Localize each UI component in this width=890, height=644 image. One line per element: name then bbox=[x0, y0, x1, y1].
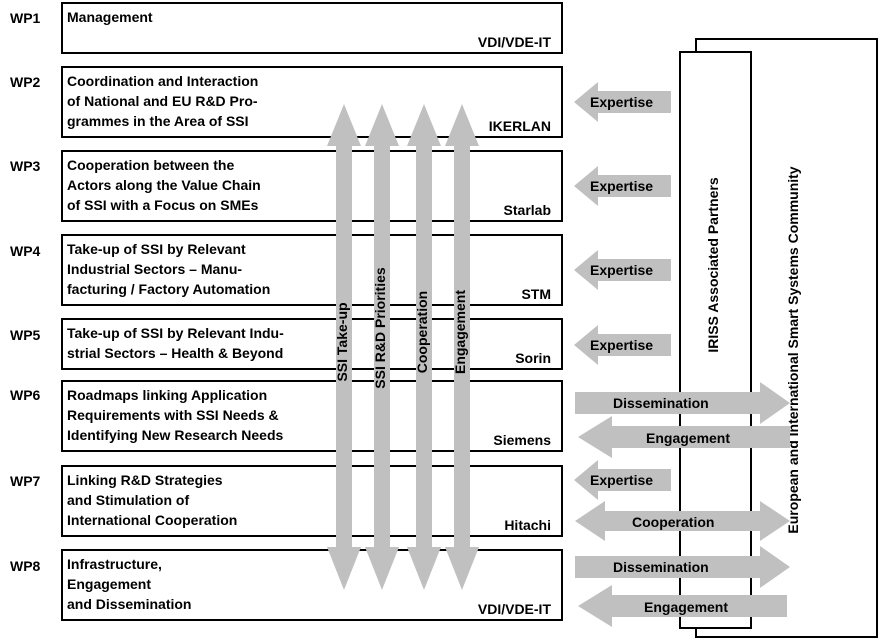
wp5-title: Take-up of SSI by Relevant Indu- strial … bbox=[67, 325, 284, 361]
ssi-rd-priorities-label: SSI R&D Priorities bbox=[372, 267, 388, 389]
cooperation-label-wp7: Cooperation bbox=[632, 514, 715, 530]
cooperation-arrow-wp7 bbox=[575, 501, 790, 541]
associated-partners-panel bbox=[679, 51, 752, 629]
expertise-label-wp3: Expertise bbox=[590, 178, 654, 194]
engagement-arrow-wp8 bbox=[578, 585, 787, 627]
wp8-box: Infrastructure, Engagement and Dissemina… bbox=[61, 549, 563, 621]
engagement-arrow-wp6 bbox=[578, 416, 790, 458]
dissemination-label-wp8: Dissemination bbox=[613, 559, 709, 575]
wp2-box: Coordination and Interaction of National… bbox=[61, 66, 563, 138]
engagement-label: Engagement bbox=[452, 290, 468, 375]
expertise-arrow-wp5 bbox=[574, 325, 671, 365]
wp4-box: Take-up of SSI by Relevant Industrial Se… bbox=[61, 234, 563, 306]
wp6-leader: Siemens bbox=[493, 432, 551, 448]
wp5-leader: Sorin bbox=[515, 350, 551, 366]
wp7-title: Linking R&D Strategies and Stimulation o… bbox=[67, 472, 238, 528]
wp7-box: Linking R&D Strategies and Stimulation o… bbox=[61, 465, 563, 537]
cooperation-label: Cooperation bbox=[414, 290, 430, 374]
expertise-label-wp2: Expertise bbox=[590, 94, 654, 110]
wp4-leader: STM bbox=[521, 286, 551, 302]
expertise-arrow-wp4 bbox=[574, 250, 671, 290]
wp6-title: Roadmaps linking Application Requirement… bbox=[67, 387, 284, 443]
expertise-label-wp7: Expertise bbox=[590, 472, 654, 488]
wp2-leader: IKERLAN bbox=[488, 118, 551, 134]
wp1-label: WP1 bbox=[10, 10, 41, 26]
wp3-box: Cooperation between the Actors along the… bbox=[61, 150, 563, 222]
expertise-arrow-wp7 bbox=[574, 460, 671, 500]
expertise-label-wp4: Expertise bbox=[590, 262, 654, 278]
wp8-leader: VDI/VDE-IT bbox=[477, 601, 551, 617]
wp8-label: WP8 bbox=[10, 558, 41, 574]
wp1-leader: VDI/VDE-IT bbox=[477, 34, 551, 50]
wp1-box: Management VDI/VDE-IT bbox=[61, 2, 563, 54]
wp2-title: Coordination and Interaction of National… bbox=[67, 73, 259, 129]
vertical-arrow-2 bbox=[365, 104, 399, 590]
engagement-label-wp8: Engagement bbox=[644, 599, 729, 615]
dissemination-arrow-wp8 bbox=[575, 546, 790, 588]
wp4-title: Take-up of SSI by Relevant Industrial Se… bbox=[67, 241, 271, 297]
wp6-label: WP6 bbox=[10, 387, 41, 403]
dissemination-arrow-wp6 bbox=[575, 382, 790, 424]
wp1-title: Management bbox=[67, 9, 153, 25]
expertise-arrow-wp3 bbox=[574, 166, 671, 206]
wp4-label: WP4 bbox=[10, 243, 41, 259]
wp5-label: WP5 bbox=[10, 327, 41, 343]
wp6-box: Roadmaps linking Application Requirement… bbox=[61, 380, 563, 452]
wp3-title: Cooperation between the Actors along the… bbox=[67, 157, 261, 213]
vertical-arrow-1 bbox=[327, 104, 361, 590]
wp3-leader: Starlab bbox=[503, 202, 551, 218]
vertical-arrow-3 bbox=[407, 104, 441, 590]
engagement-label-wp6: Engagement bbox=[646, 430, 731, 446]
wp2-label: WP2 bbox=[10, 74, 41, 90]
vertical-arrow-4 bbox=[445, 104, 479, 590]
ssi-takeup-label: SSI Take-up bbox=[334, 302, 350, 382]
expertise-label-wp5: Expertise bbox=[590, 337, 654, 353]
wp5-box: Take-up of SSI by Relevant Indu- strial … bbox=[61, 318, 563, 370]
wp7-label: WP7 bbox=[10, 473, 41, 489]
dissemination-label-wp6: Dissemination bbox=[613, 395, 709, 411]
wp8-title: Infrastructure, Engagement and Dissemina… bbox=[67, 556, 192, 612]
expertise-arrow-wp2 bbox=[574, 82, 671, 122]
wp3-label: WP3 bbox=[10, 158, 41, 174]
wp7-leader: Hitachi bbox=[504, 517, 551, 533]
